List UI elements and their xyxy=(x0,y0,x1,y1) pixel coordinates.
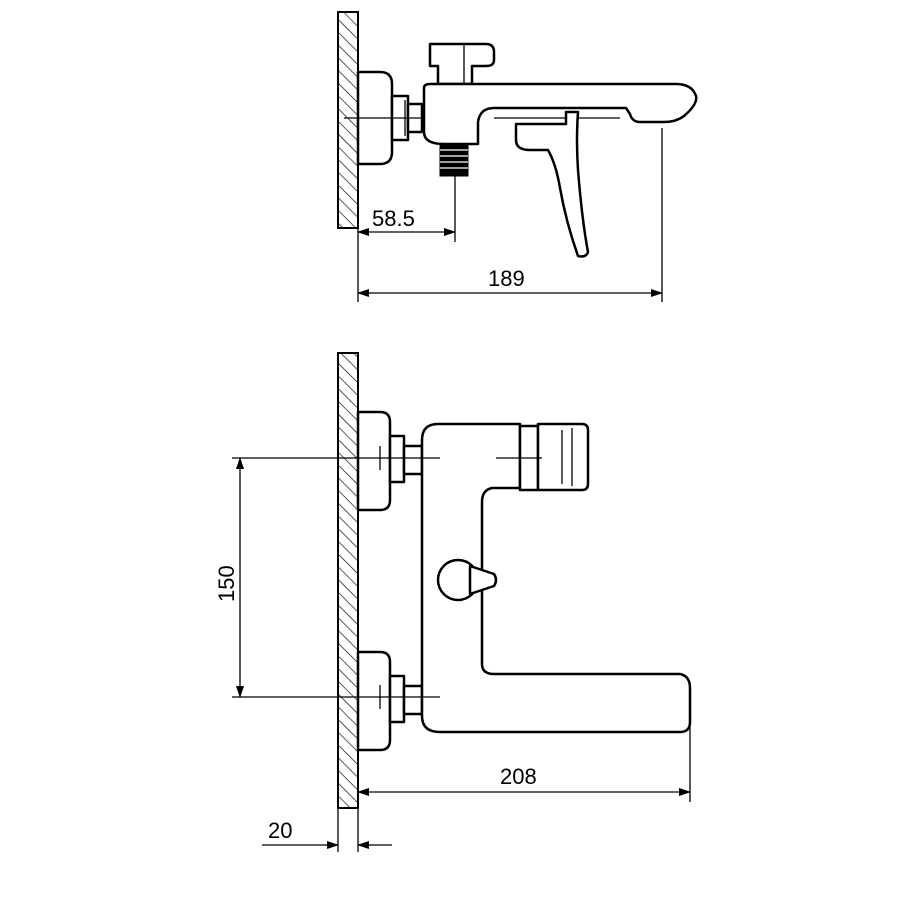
dim-208-label: 208 xyxy=(500,764,537,789)
front-wall-hatch xyxy=(337,352,359,809)
side-wall-hatch xyxy=(337,11,359,229)
front-diverter-tab xyxy=(468,564,498,596)
dim-189-label: 189 xyxy=(488,266,525,291)
front-view: 150 208 20 xyxy=(214,352,692,852)
front-lower-flange xyxy=(356,650,392,752)
front-lower-nut xyxy=(388,674,406,724)
front-upper-flange xyxy=(356,410,392,512)
side-thread-outlet xyxy=(439,143,469,177)
front-upper-nut xyxy=(388,434,406,484)
side-lever xyxy=(514,110,590,258)
dim-20-label: 20 xyxy=(268,818,292,843)
side-spout-body xyxy=(422,82,698,146)
dim-58-5-label: 58.5 xyxy=(372,206,415,231)
front-upper-nut-inner xyxy=(402,444,424,476)
front-cartridge-handle xyxy=(536,422,590,492)
side-diverter-knob xyxy=(428,42,496,86)
front-lower-nut-inner xyxy=(402,684,424,716)
side-view: 58.5 189 xyxy=(337,11,698,302)
dim-150-label: 150 xyxy=(214,565,239,602)
